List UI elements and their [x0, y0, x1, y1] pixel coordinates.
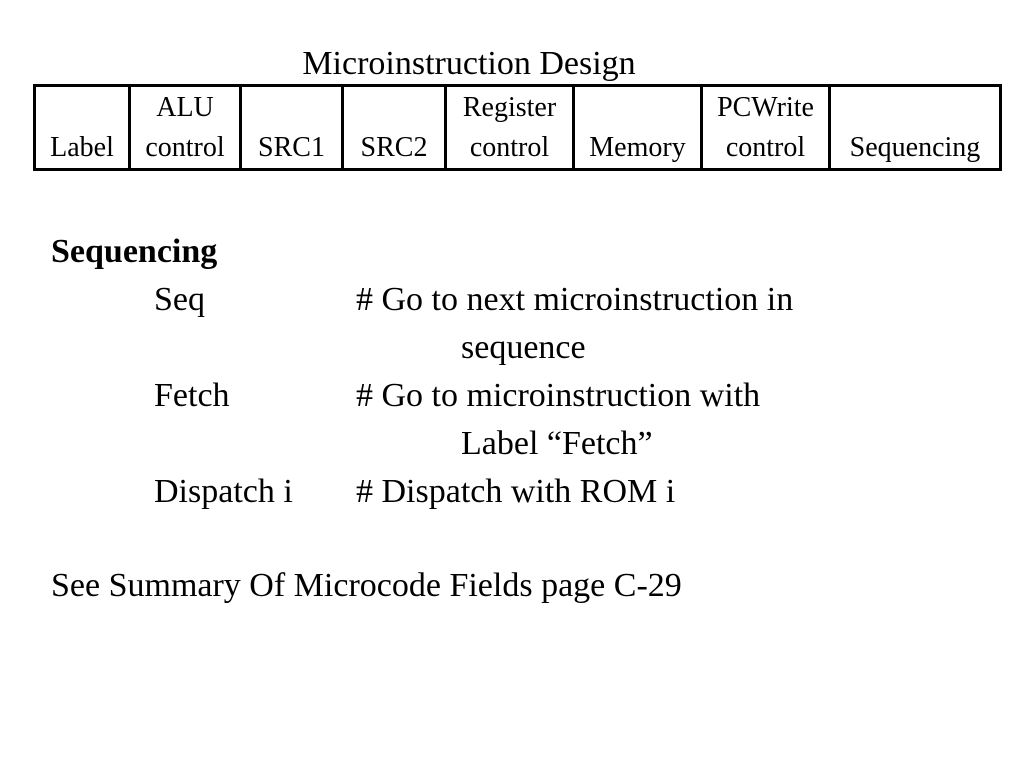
field-header-line2: Memory — [589, 132, 686, 163]
field-header-line1: Register — [462, 92, 557, 123]
field-pcwrite-control: PCWrite control — [700, 84, 831, 171]
field-alu-control: ALU control — [128, 84, 242, 171]
sequencing-heading: Sequencing — [51, 233, 218, 270]
field-header-line2: control — [145, 132, 225, 163]
field-header-line2: Sequencing — [849, 132, 981, 163]
field-memory: Memory — [572, 84, 703, 171]
table-row: Label ALU control SRC1 SRC2 Register con… — [33, 84, 1002, 171]
field-header-line2: SRC1 — [258, 132, 325, 163]
field-header-line2: SRC2 — [360, 132, 428, 163]
field-label: Label — [33, 84, 131, 171]
seq-description: # Go to next microinstruction in — [356, 281, 794, 318]
field-src1: SRC1 — [239, 84, 344, 171]
fetch-description-continuation: Label “Fetch” — [461, 425, 653, 462]
fetch-command: Fetch — [154, 377, 230, 414]
seq-description-continuation: sequence — [461, 329, 586, 366]
field-sequencing: Sequencing — [828, 84, 1002, 171]
summary-note: See Summary Of Microcode Fields page C-2… — [51, 567, 682, 604]
field-header-line2: control — [469, 132, 550, 163]
seq-command: Seq — [154, 281, 205, 318]
microinstruction-fields-table: Label ALU control SRC1 SRC2 Register con… — [33, 84, 1002, 171]
field-register-control: Register control — [444, 84, 575, 171]
field-src2: SRC2 — [341, 84, 447, 171]
dispatch-command: Dispatch i — [154, 473, 293, 510]
slide-title: Microinstruction Design — [302, 45, 636, 82]
field-header-line1: ALU — [156, 92, 214, 123]
field-header-line2: control — [725, 132, 806, 163]
dispatch-description: # Dispatch with ROM i — [356, 473, 676, 510]
fetch-description: # Go to microinstruction with — [356, 377, 761, 414]
field-header-line1: PCWrite — [717, 92, 814, 123]
field-header-line2: Label — [50, 132, 114, 163]
